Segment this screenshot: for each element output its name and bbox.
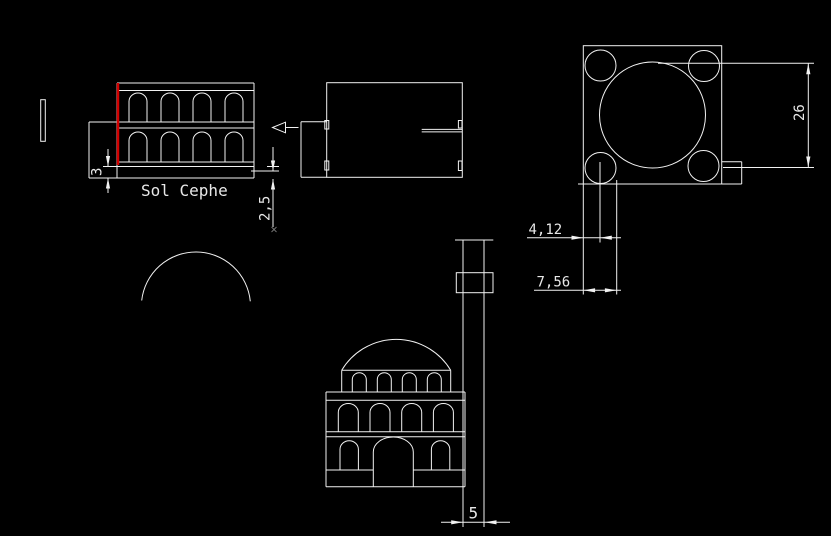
dome-circle[interactable] (599, 61, 706, 169)
dim-7-56-label[interactable]: 7,56 (537, 275, 571, 291)
entrance-arch[interactable] (372, 436, 414, 487)
view-label-sol-cephe[interactable]: Sol Cephe (141, 181, 228, 200)
dim-2-5-label[interactable]: 2,5 (258, 196, 274, 221)
front-elevation-view[interactable] (325, 239, 494, 527)
dome-arc[interactable] (341, 338, 452, 371)
section-mark[interactable] (40, 99, 46, 142)
minaret[interactable] (455, 239, 494, 527)
arc-outline[interactable] (141, 251, 251, 302)
dim-3-label[interactable]: 3 (90, 168, 106, 176)
dimension-minaret-5[interactable]: 5 (441, 504, 510, 525)
direction-arrow-icon[interactable] (271, 121, 299, 134)
dim-4-12-label[interactable]: 4,12 (529, 222, 563, 238)
dimension-plinth[interactable]: 2,5 (251, 147, 279, 227)
top-view[interactable] (578, 45, 743, 295)
dimension-base-band[interactable]: 3 (90, 149, 118, 193)
dimension-offset-412[interactable]: 4,12 (527, 222, 621, 240)
point-marker (271, 226, 277, 233)
left-elevation-view[interactable] (88, 82, 255, 179)
dim-26-label[interactable]: 26 (792, 104, 808, 121)
dimension-height-26[interactable]: 26 (658, 62, 814, 168)
plan-view[interactable] (300, 82, 463, 178)
dim-5-label[interactable]: 5 (469, 504, 479, 523)
dimension-offset-756[interactable]: 7,56 (534, 275, 621, 293)
